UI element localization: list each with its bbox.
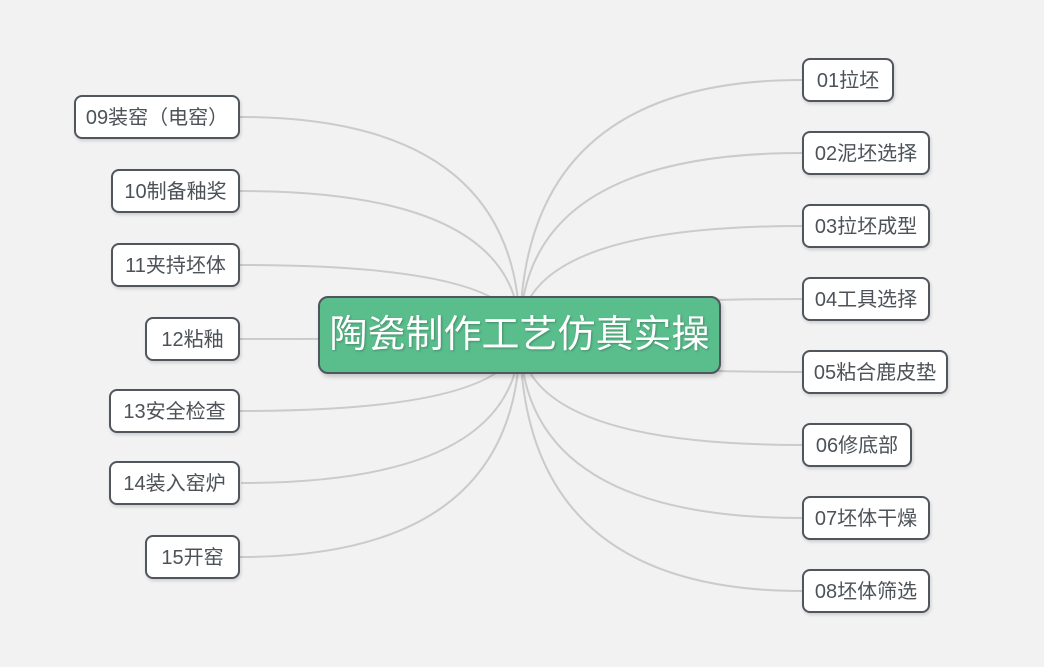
- mindmap-node-07[interactable]: 07坯体干燥: [802, 496, 930, 540]
- mindmap-node-10[interactable]: 10制备釉奖: [111, 169, 240, 213]
- mindmap-node-06[interactable]: 06修底部: [802, 423, 912, 467]
- central-topic-node[interactable]: 陶瓷制作工艺仿真实操: [318, 296, 721, 374]
- mindmap-node-12[interactable]: 12粘釉: [145, 317, 240, 361]
- connector-line: [239, 334, 521, 558]
- mindmap-node-13[interactable]: 13安全检查: [109, 389, 240, 433]
- mindmap-node-11[interactable]: 11夹持坯体: [111, 243, 240, 287]
- connector-line: [519, 152, 803, 336]
- mindmap-node-04[interactable]: 04工具选择: [802, 277, 930, 321]
- mindmap-node-14[interactable]: 14装入窑炉: [109, 461, 240, 505]
- mindmap-node-15[interactable]: 15开窑: [145, 535, 240, 579]
- mindmap-node-01[interactable]: 01拉坯: [802, 58, 894, 102]
- mindmap-node-03[interactable]: 03拉坯成型: [802, 204, 930, 248]
- connector-line: [519, 334, 803, 592]
- mindmap-node-09[interactable]: 09装窑（电窑）: [74, 95, 240, 139]
- mindmap-node-05[interactable]: 05粘合鹿皮垫: [802, 350, 948, 394]
- mindmap-node-08[interactable]: 08坯体筛选: [802, 569, 930, 613]
- connector-line: [519, 79, 803, 336]
- mindmap-node-02[interactable]: 02泥坯选择: [802, 131, 930, 175]
- connector-line: [239, 116, 521, 336]
- connector-line: [519, 334, 803, 519]
